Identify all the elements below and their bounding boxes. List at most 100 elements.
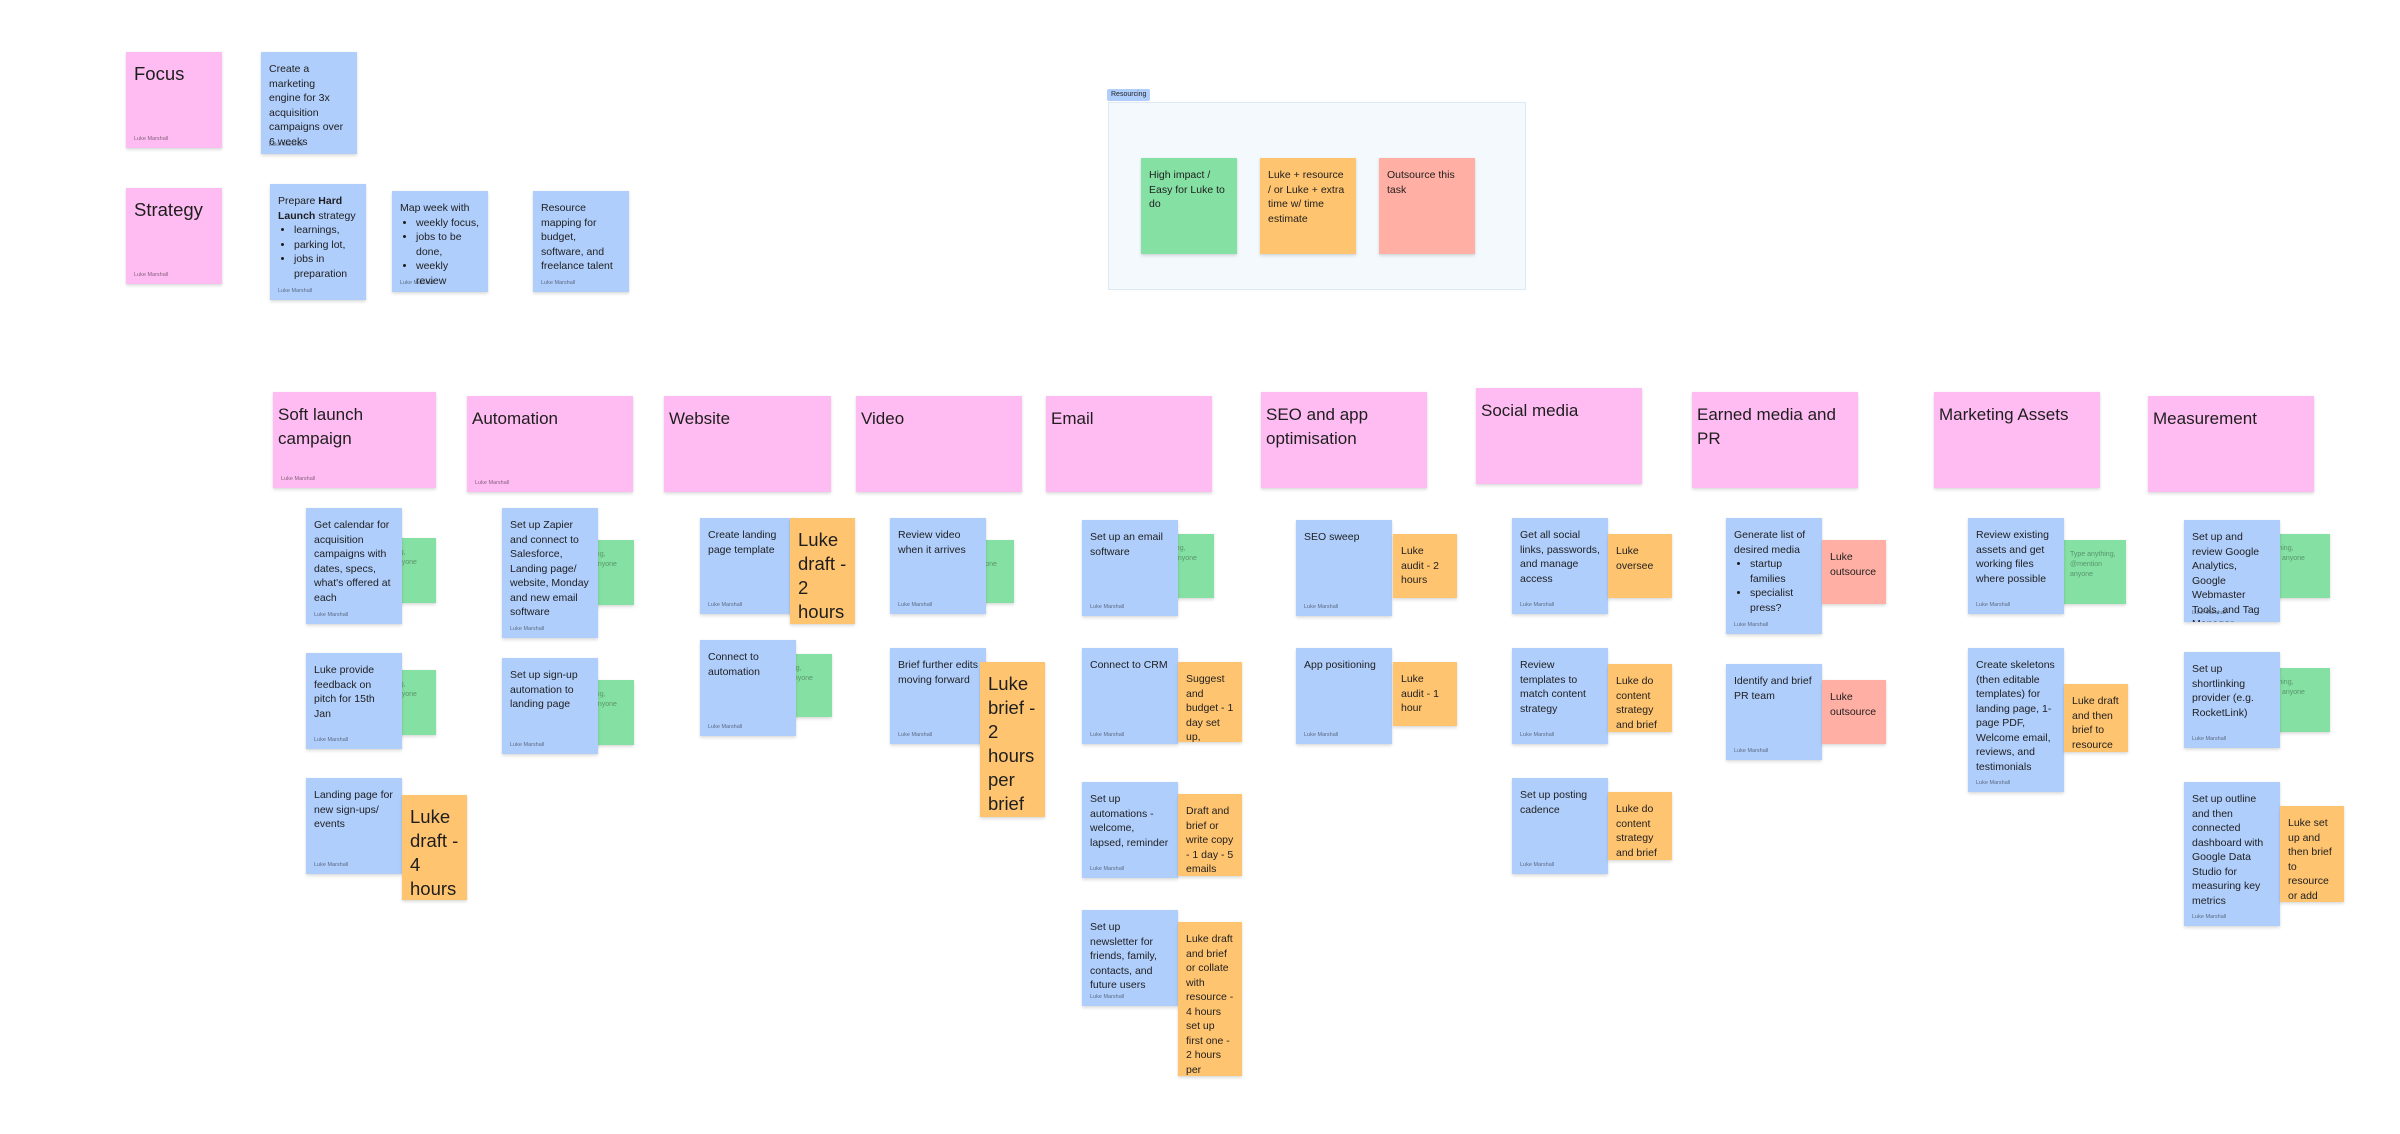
column-header-website[interactable]: Website — [664, 396, 831, 492]
column-header-measurement[interactable]: Measurement — [2148, 396, 2314, 492]
sticky-text: Luke draft and then brief to resource — [2072, 695, 2119, 751]
sticky-text: Review templates to match content strate… — [1520, 659, 1586, 715]
task-sticky[interactable]: SEO sweep Luke Marshall — [1296, 520, 1392, 616]
author-label: Luke Marshall — [541, 280, 576, 286]
section-title[interactable]: Resourcing — [1107, 89, 1151, 101]
strategy-label-sticky[interactable]: Strategy Luke Marshall — [126, 188, 222, 284]
estimate-sticky[interactable]: Suggest and budget - 1 day set up, amend… — [1178, 662, 1242, 742]
sticky-text: Map week withweekly focus,jobs to be don… — [392, 191, 488, 288]
column-header-soft-launch[interactable]: Soft launch campaign Luke Marshall — [273, 392, 436, 488]
author-label: Luke Marshall — [510, 626, 545, 632]
sticky-text: Get calendar for acquisition campaigns w… — [314, 519, 391, 604]
sticky-text: Review video when it arrives — [898, 529, 966, 556]
estimate-sticky[interactable]: Luke draft and brief or collate with res… — [1178, 922, 1242, 1076]
task-sticky[interactable]: Set up newsletter for friends, family, c… — [1082, 910, 1178, 1006]
task-sticky[interactable]: Connect to automation Luke Marshall — [700, 640, 796, 736]
sticky-text: Luke draft - 2 hours — [798, 529, 847, 622]
sticky-text: Website — [669, 409, 731, 428]
estimate-sticky[interactable]: Luke oversee — [1608, 534, 1672, 598]
sticky-text: Earned media and PR — [1697, 405, 1836, 448]
sticky-text: Soft launch campaign — [278, 405, 364, 448]
sticky-text: Luke oversee — [1616, 545, 1654, 572]
task-sticky[interactable]: Get calendar for acquisition campaigns w… — [306, 508, 402, 624]
placeholder-sticky[interactable]: Type anything, @mention anyone — [2270, 668, 2330, 732]
legend-high-impact-sticky[interactable]: High impact / Easy for Luke to do — [1141, 158, 1237, 254]
task-sticky[interactable]: Luke provide feedback on pitch for 15th … — [306, 653, 402, 749]
task-sticky[interactable]: Set up and review Google Analytics, Goog… — [2184, 520, 2280, 622]
sticky-text: SEO and app optimisation — [1266, 405, 1369, 448]
task-sticky[interactable]: Brief further edits moving forward Luke … — [890, 648, 986, 744]
legend-luke-resource-sticky[interactable]: Luke + resource / or Luke + extra time w… — [1260, 158, 1356, 254]
task-sticky[interactable]: Review templates to match content strate… — [1512, 648, 1608, 744]
task-sticky[interactable]: Identify and brief PR team Luke Marshall — [1726, 664, 1822, 760]
task-sticky[interactable]: Set up shortlinking provider (e.g. Rocke… — [2184, 652, 2280, 748]
author-label: Luke Marshall — [400, 280, 435, 286]
sticky-text: High impact / Easy for Luke to do — [1149, 169, 1225, 210]
map-week-sticky[interactable]: Map week withweekly focus,jobs to be don… — [392, 191, 488, 292]
sticky-text: Set up posting cadence — [1520, 789, 1588, 816]
task-sticky[interactable]: App positioning Luke Marshall — [1296, 648, 1392, 744]
author-label: Luke Marshall — [1976, 602, 2011, 608]
estimate-sticky[interactable]: Luke draft - 2 hours — [790, 518, 855, 624]
column-header-seo[interactable]: SEO and app optimisation — [1261, 392, 1427, 488]
column-header-automation[interactable]: Automation Luke Marshall — [467, 396, 633, 492]
task-sticky[interactable]: Set up outline and then connected dashbo… — [2184, 782, 2280, 926]
legend-outsource-sticky[interactable]: Outsource this task — [1379, 158, 1475, 254]
focus-label-sticky[interactable]: Focus Luke Marshall — [126, 52, 222, 148]
focus-goal-sticky[interactable]: Create a marketing engine for 3x acquisi… — [261, 52, 357, 154]
sticky-text: Video — [861, 409, 905, 428]
author-label: Luke Marshall — [2192, 610, 2227, 616]
placeholder-sticky[interactable]: Type anything, @mention anyone — [2270, 534, 2330, 598]
author-label: Luke Marshall — [1090, 866, 1125, 872]
sticky-text: SEO sweep — [1304, 531, 1360, 543]
estimate-sticky[interactable]: Luke brief - 2 hours per brief — [980, 662, 1045, 817]
task-sticky[interactable]: Create skeletons (then editable template… — [1968, 648, 2064, 792]
sticky-text: Set up outline and then connected dashbo… — [2192, 793, 2264, 907]
estimate-sticky[interactable]: Luke do content strategy and brief — [1608, 664, 1672, 732]
task-sticky[interactable]: Generate list of desired mediastartup fa… — [1726, 518, 1822, 634]
author-label: Luke Marshall — [1090, 732, 1125, 738]
estimate-sticky[interactable]: Luke audit - 2 hours — [1393, 534, 1457, 598]
estimate-sticky[interactable]: Luke outsource — [1822, 540, 1886, 604]
sticky-text: Prepare Hard Launch strategylearnings,pa… — [270, 184, 366, 281]
task-sticky[interactable]: Create landing page template Luke Marsha… — [700, 518, 796, 614]
sticky-text: Luke draft and brief or collate with res… — [1186, 933, 1234, 1076]
estimate-sticky[interactable]: Luke draft and then brief to resource — [2064, 684, 2128, 752]
estimate-sticky[interactable]: Luke do content strategy and brief — [1608, 792, 1672, 860]
placeholder-sticky[interactable]: Type anything, @mention anyone — [2062, 540, 2126, 604]
task-sticky[interactable]: Landing page for new sign-ups/ events Lu… — [306, 778, 402, 874]
author-label: Luke Marshall — [1976, 780, 2011, 786]
author-label: Luke Marshall — [898, 602, 933, 608]
column-header-earned-media[interactable]: Earned media and PR — [1692, 392, 1858, 488]
sticky-text: Luke brief - 2 hours per brief — [988, 673, 1036, 814]
task-sticky[interactable]: Set up automations - welcome, lapsed, re… — [1082, 782, 1178, 878]
task-sticky[interactable]: Set up sign-up automation to landing pag… — [502, 658, 598, 754]
estimate-sticky[interactable]: Draft and brief or write copy - 1 day - … — [1178, 794, 1242, 876]
sticky-text: Connect to CRM — [1090, 659, 1168, 671]
column-header-social-media[interactable]: Social media — [1476, 388, 1642, 484]
author-label: Luke Marshall — [269, 142, 304, 148]
estimate-sticky[interactable]: Luke outsource — [1822, 680, 1886, 744]
task-sticky[interactable]: Review video when it arrives Luke Marsha… — [890, 518, 986, 614]
column-header-email[interactable]: Email — [1046, 396, 1212, 492]
author-label: Luke Marshall — [314, 737, 349, 743]
task-sticky[interactable]: Set up posting cadence Luke Marshall — [1512, 778, 1608, 874]
estimate-sticky[interactable]: Luke set up and then brief to resource o… — [2280, 806, 2344, 902]
task-sticky[interactable]: Review existing assets and get working f… — [1968, 518, 2064, 614]
sticky-text: Set up sign-up automation to landing pag… — [510, 669, 578, 710]
column-header-marketing-assets[interactable]: Marketing Assets — [1934, 392, 2100, 488]
author-label: Luke Marshall — [1090, 994, 1125, 1000]
sticky-text: Measurement — [2153, 409, 2257, 428]
hard-launch-sticky[interactable]: Prepare Hard Launch strategylearnings,pa… — [270, 184, 366, 300]
task-sticky[interactable]: Get all social links, passwords, and man… — [1512, 518, 1608, 614]
estimate-sticky[interactable]: Luke draft - 4 hours — [402, 795, 467, 900]
task-sticky[interactable]: Set up Zapier and connect to Salesforce,… — [502, 508, 598, 638]
sticky-text: Set up Zapier and connect to Salesforce,… — [510, 519, 589, 618]
column-header-video[interactable]: Video — [856, 396, 1022, 492]
task-sticky[interactable]: Connect to CRM Luke Marshall — [1082, 648, 1178, 744]
sticky-text: Connect to automation — [708, 651, 760, 678]
estimate-sticky[interactable]: Luke audit - 1 hour — [1393, 662, 1457, 726]
sticky-text: Luke do content strategy and brief — [1616, 803, 1657, 859]
task-sticky[interactable]: Set up an email software Luke Marshall — [1082, 520, 1178, 616]
resource-mapping-sticky[interactable]: Resource mapping for budget, software, a… — [533, 191, 629, 292]
